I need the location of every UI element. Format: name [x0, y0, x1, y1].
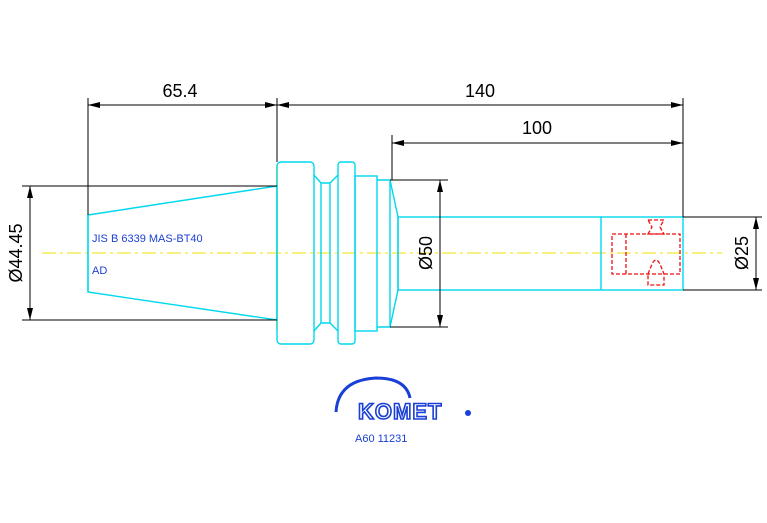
logo-arc	[334, 376, 412, 413]
dim-shank-diameter: Ø25	[732, 236, 752, 270]
type-note: AD	[92, 265, 107, 277]
dimension-arrows	[27, 102, 759, 327]
tool-outline	[87, 161, 684, 345]
dim-body-diameter: Ø50	[416, 236, 436, 270]
standard-note: JIS B 6339 MAS-BT40	[92, 233, 203, 245]
brand-name: KOMET	[358, 399, 442, 424]
komet-logo: KOMET A60 11231	[334, 376, 471, 445]
part-number: A60 11231	[355, 433, 407, 445]
dimension-lines	[22, 98, 762, 328]
hidden-features	[611, 219, 681, 286]
dim-taper-length: 65.4	[162, 81, 197, 101]
dim-taper-diameter: Ø44.45	[6, 223, 26, 282]
dim-overall-length: 140	[465, 81, 495, 101]
logo-dot	[465, 410, 471, 416]
dim-shank-length: 100	[522, 118, 552, 138]
